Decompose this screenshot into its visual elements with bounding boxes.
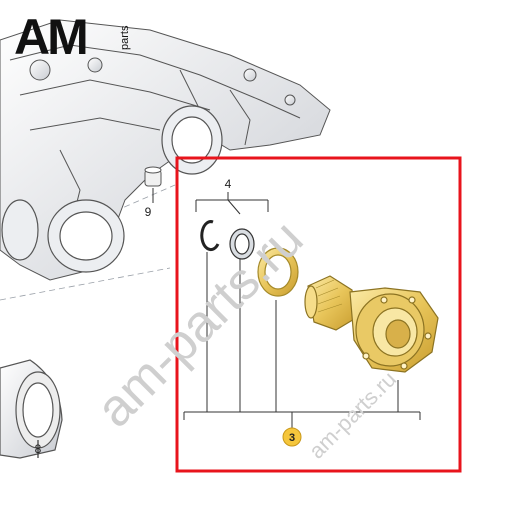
callout-8-label: 8 <box>35 442 42 456</box>
am-parts-logo: AM parts <box>14 9 131 65</box>
part-gold-ring <box>257 247 299 297</box>
callout-9-label: 9 <box>145 205 152 219</box>
part-seal-ring <box>229 228 255 260</box>
callout-3-label: 3 <box>289 432 295 444</box>
part-8-cylinder <box>0 359 63 459</box>
callout-3-leaders <box>183 252 421 428</box>
part-circlip <box>200 220 220 252</box>
part-flange-shaft <box>304 275 439 373</box>
logo-letters: AM <box>14 9 86 65</box>
highlight-frame <box>175 156 462 473</box>
callout-3-badge: 3 <box>282 427 302 447</box>
watermark-secondary: am-parts.ru <box>304 366 401 463</box>
callout-4-bracket <box>195 192 269 215</box>
logo-suffix: parts <box>119 25 131 50</box>
part-9-bushing <box>144 166 162 203</box>
callout-4-label: 4 <box>225 177 232 191</box>
